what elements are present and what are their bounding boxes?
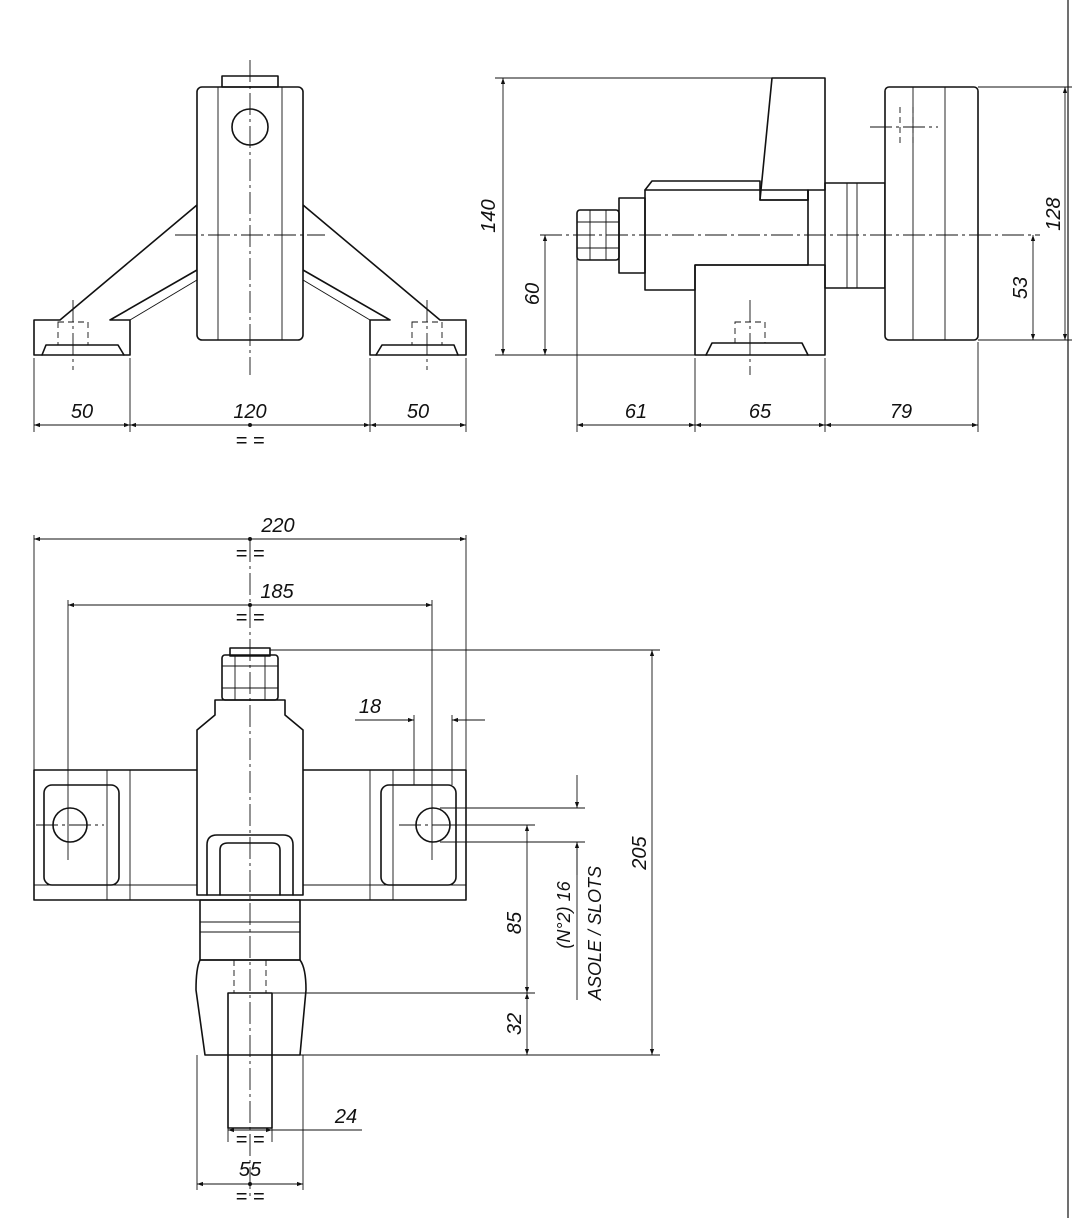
dim-front-left: 50: [71, 401, 93, 423]
top-lower-block: [195, 959, 307, 1056]
dim-side-60: 60: [522, 283, 544, 305]
dim-side-53: 53: [1010, 277, 1032, 299]
dim-top-85: 85: [504, 911, 526, 934]
side-handle: [759, 77, 826, 201]
front-view: 50 120 50 = =: [33, 60, 467, 452]
dim-top-24: 24: [334, 1106, 357, 1128]
dim-top-185: 185: [260, 581, 294, 603]
slot-note-count: (N°2) 16: [554, 880, 574, 948]
dim-side-61: 61: [625, 401, 647, 423]
top-left-slot-pocket: [43, 784, 120, 886]
top-symmetry-mark-220: = =: [236, 543, 265, 565]
top-right-slot-pocket: [380, 784, 457, 886]
dim-side-128: 128: [1043, 197, 1065, 230]
dim-side-65: 65: [749, 401, 772, 423]
dim-top-32: 32: [504, 1013, 526, 1035]
top-view: 220 = = 185 = = 18 (N°2) 16 ASOLE / SLOT…: [33, 515, 660, 1208]
dim-front-center: 120: [233, 401, 266, 423]
dim-top-220: 220: [260, 515, 294, 537]
top-symmetry-mark-24: = =: [236, 1129, 265, 1151]
side-view: 140 60 128 53 61 65 79: [478, 77, 1072, 432]
side-plate: [884, 86, 979, 341]
side-base: [694, 264, 826, 356]
top-symmetry-mark-55: = =: [236, 1186, 265, 1208]
dim-top-205: 205: [629, 835, 651, 870]
side-body: [644, 189, 809, 291]
top-handle: [206, 834, 294, 896]
top-symmetry-mark-185: = =: [236, 607, 265, 629]
dim-top-55: 55: [239, 1159, 262, 1181]
dim-side-79: 79: [890, 401, 912, 423]
slot-note-label: ASOLE / SLOTS: [585, 866, 605, 1001]
front-symmetry-mark: = =: [236, 430, 265, 452]
dim-side-140: 140: [478, 199, 500, 232]
dim-front-right: 50: [407, 401, 429, 423]
dim-top-18: 18: [359, 696, 381, 718]
